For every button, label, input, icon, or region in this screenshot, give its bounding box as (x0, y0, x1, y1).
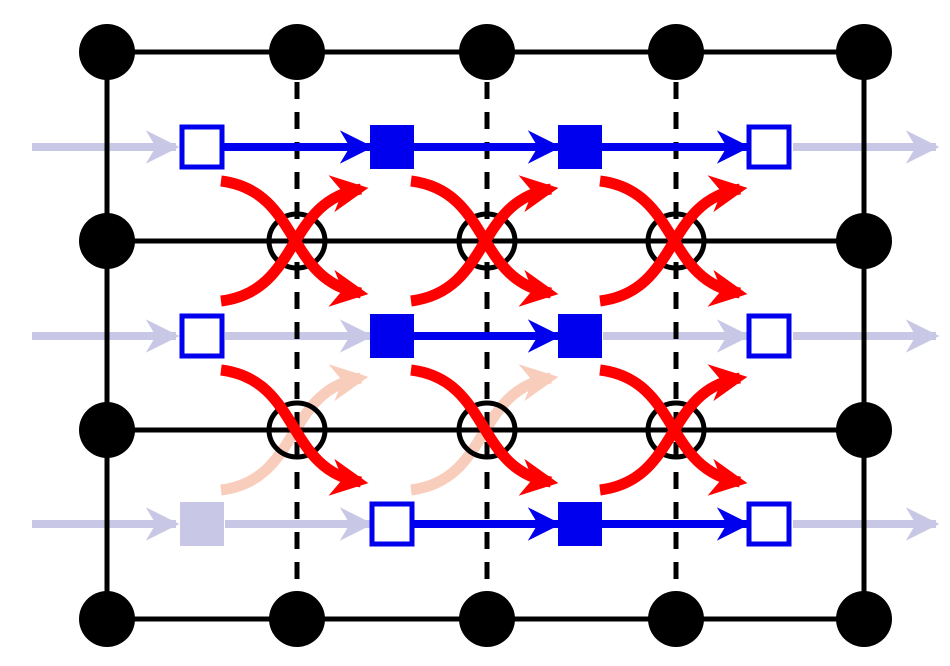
lattice-node (79, 402, 135, 458)
red-down-arrow (599, 175, 748, 307)
crossing-circle (266, 400, 328, 460)
ghost-site (180, 502, 224, 546)
lattice-node (836, 402, 892, 458)
crossing-circle (456, 211, 518, 271)
red-down-arrow (599, 364, 748, 496)
filled-site (558, 314, 602, 358)
open-site (746, 124, 792, 170)
flux-layer (179, 124, 792, 547)
open-site (369, 501, 415, 547)
red-down-arrow (220, 175, 369, 307)
filled-site (558, 502, 602, 546)
lattice-node (269, 24, 325, 80)
open-site (746, 501, 792, 547)
lattice-node (648, 24, 704, 80)
lattice-node (269, 591, 325, 647)
crossing-circle (456, 400, 518, 460)
filled-site (558, 125, 602, 169)
red-down-arrow (410, 364, 559, 496)
open-site (179, 313, 225, 359)
lattice-node (648, 591, 704, 647)
filled-site (370, 125, 414, 169)
lattice-node (79, 213, 135, 269)
crossing-circle (266, 211, 328, 271)
faded-layer (32, 130, 940, 546)
crossings-layer (266, 211, 707, 460)
filled-site (370, 314, 414, 358)
red-down-arrow (220, 364, 369, 496)
lattice-node (836, 213, 892, 269)
open-site (179, 124, 225, 170)
lattice-node (836, 591, 892, 647)
lattice-node (79, 591, 135, 647)
crossing-circle (645, 400, 707, 460)
crossing-circle (645, 211, 707, 271)
lattice-node (459, 24, 515, 80)
red-down-arrow (410, 175, 559, 307)
lattice-node (836, 24, 892, 80)
lattice-node (459, 591, 515, 647)
lattice-node (79, 24, 135, 80)
open-site (746, 313, 792, 359)
